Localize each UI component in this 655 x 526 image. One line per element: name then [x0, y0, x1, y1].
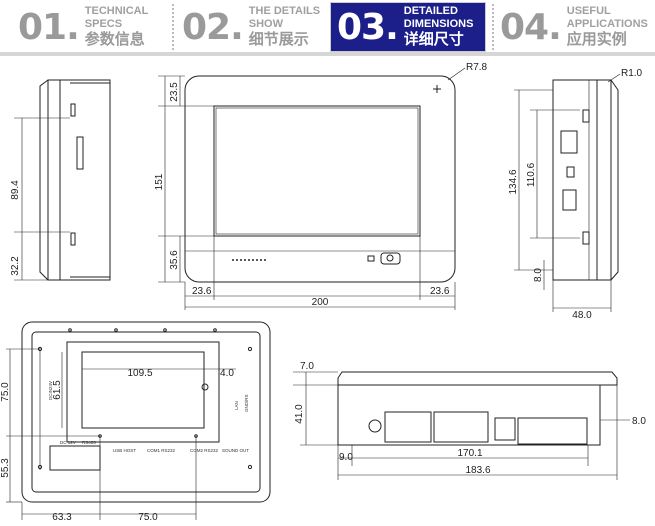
header-nav: 01. TECHNICAL SPECS 参数信息 02. THE DETAILS… — [0, 0, 655, 56]
dim-label: 183.6 — [465, 465, 490, 476]
dim-label: 75.0 — [138, 512, 158, 523]
dim-label: 89.4 — [10, 180, 21, 200]
tab-technical-specs[interactable]: 01. TECHNICAL SPECS 参数信息 — [18, 2, 148, 52]
port-label: GND/RS — [244, 394, 249, 412]
tab-separator — [492, 4, 495, 50]
dim-label: 55.3 — [0, 458, 11, 478]
dim-label: 7.0 — [300, 361, 314, 372]
tab-label-en: APPLICATIONS — [566, 18, 648, 30]
port-label: RS485 — [82, 440, 96, 445]
port-label: SOUND OUT — [222, 448, 249, 453]
dim-label: 8.0 — [632, 416, 646, 427]
bottom-view — [293, 371, 630, 480]
port-label: COM2 RS232 — [190, 448, 219, 453]
dim-label: 35.6 — [169, 250, 180, 270]
dim-label: 4.0 — [220, 368, 234, 379]
tab-label-en: TECHNICAL — [84, 5, 149, 17]
tab-label-en: SHOW — [248, 18, 284, 30]
tab-useful-applications[interactable]: 04. USEFUL APPLICATIONS 应用实例 — [500, 2, 648, 52]
tab-detailed-dimensions[interactable]: 03. DETAILED DIMENSIONS 详细尺寸 — [330, 2, 486, 52]
dim-label: 110.6 — [526, 162, 537, 187]
dim-label: 75.0 — [0, 382, 11, 402]
dim-label: 32.2 — [10, 256, 21, 276]
tab-label-en: DETAILED — [403, 5, 458, 17]
dim-label: 23.6 — [192, 286, 212, 297]
dim-label: 61.5 — [52, 380, 63, 400]
port-label: DCIN24V — [48, 381, 53, 400]
dim-label: 48.0 — [572, 310, 592, 321]
port-label: LAN — [234, 401, 239, 410]
tab-label-cn: 细节展示 — [248, 31, 309, 48]
port-label: DC 12V — [60, 440, 76, 445]
dim-label: 109.5 — [127, 368, 152, 379]
port-label: USB HOST — [113, 448, 136, 453]
back-view — [6, 321, 271, 520]
tab-label-cn: 应用实例 — [566, 31, 627, 48]
dim-label: R7.8 — [466, 62, 488, 73]
dim-label: 63.3 — [52, 512, 72, 523]
tab-label-cn: 详细尺寸 — [403, 31, 464, 48]
tab-label-en: DIMENSIONS — [403, 18, 474, 30]
tab-details-show[interactable]: 02. THE DETAILS SHOW 细节展示 — [182, 2, 320, 52]
dim-label: 8.0 — [533, 268, 544, 282]
tab-number: 02. — [182, 6, 244, 48]
header-rule — [0, 52, 655, 56]
tab-number: 03. — [337, 6, 399, 48]
dim-label: 23.6 — [430, 286, 450, 297]
tab-label-en: SPECS — [84, 18, 123, 30]
port-label: COM1 RS232 — [147, 448, 176, 453]
dim-label: 23.5 — [169, 82, 180, 102]
dim-label: 41.0 — [294, 404, 305, 424]
dim-label: 170.1 — [457, 448, 482, 459]
tab-label-en: THE DETAILS — [248, 5, 321, 17]
dim-label: 151 — [154, 173, 165, 190]
tab-separator — [172, 4, 175, 50]
side-view-left — [14, 79, 111, 281]
front-view — [158, 67, 466, 310]
tab-number: 04. — [500, 6, 562, 48]
dim-label: 9.0 — [339, 452, 353, 463]
tab-label-cn: 参数信息 — [84, 31, 145, 48]
side-view-right — [514, 73, 621, 312]
dim-label: R1.0 — [621, 68, 643, 79]
dim-label: 134.6 — [508, 169, 519, 194]
tab-label-en: USEFUL — [566, 5, 611, 17]
dim-label: 200 — [312, 297, 329, 308]
tab-number: 01. — [18, 6, 80, 48]
